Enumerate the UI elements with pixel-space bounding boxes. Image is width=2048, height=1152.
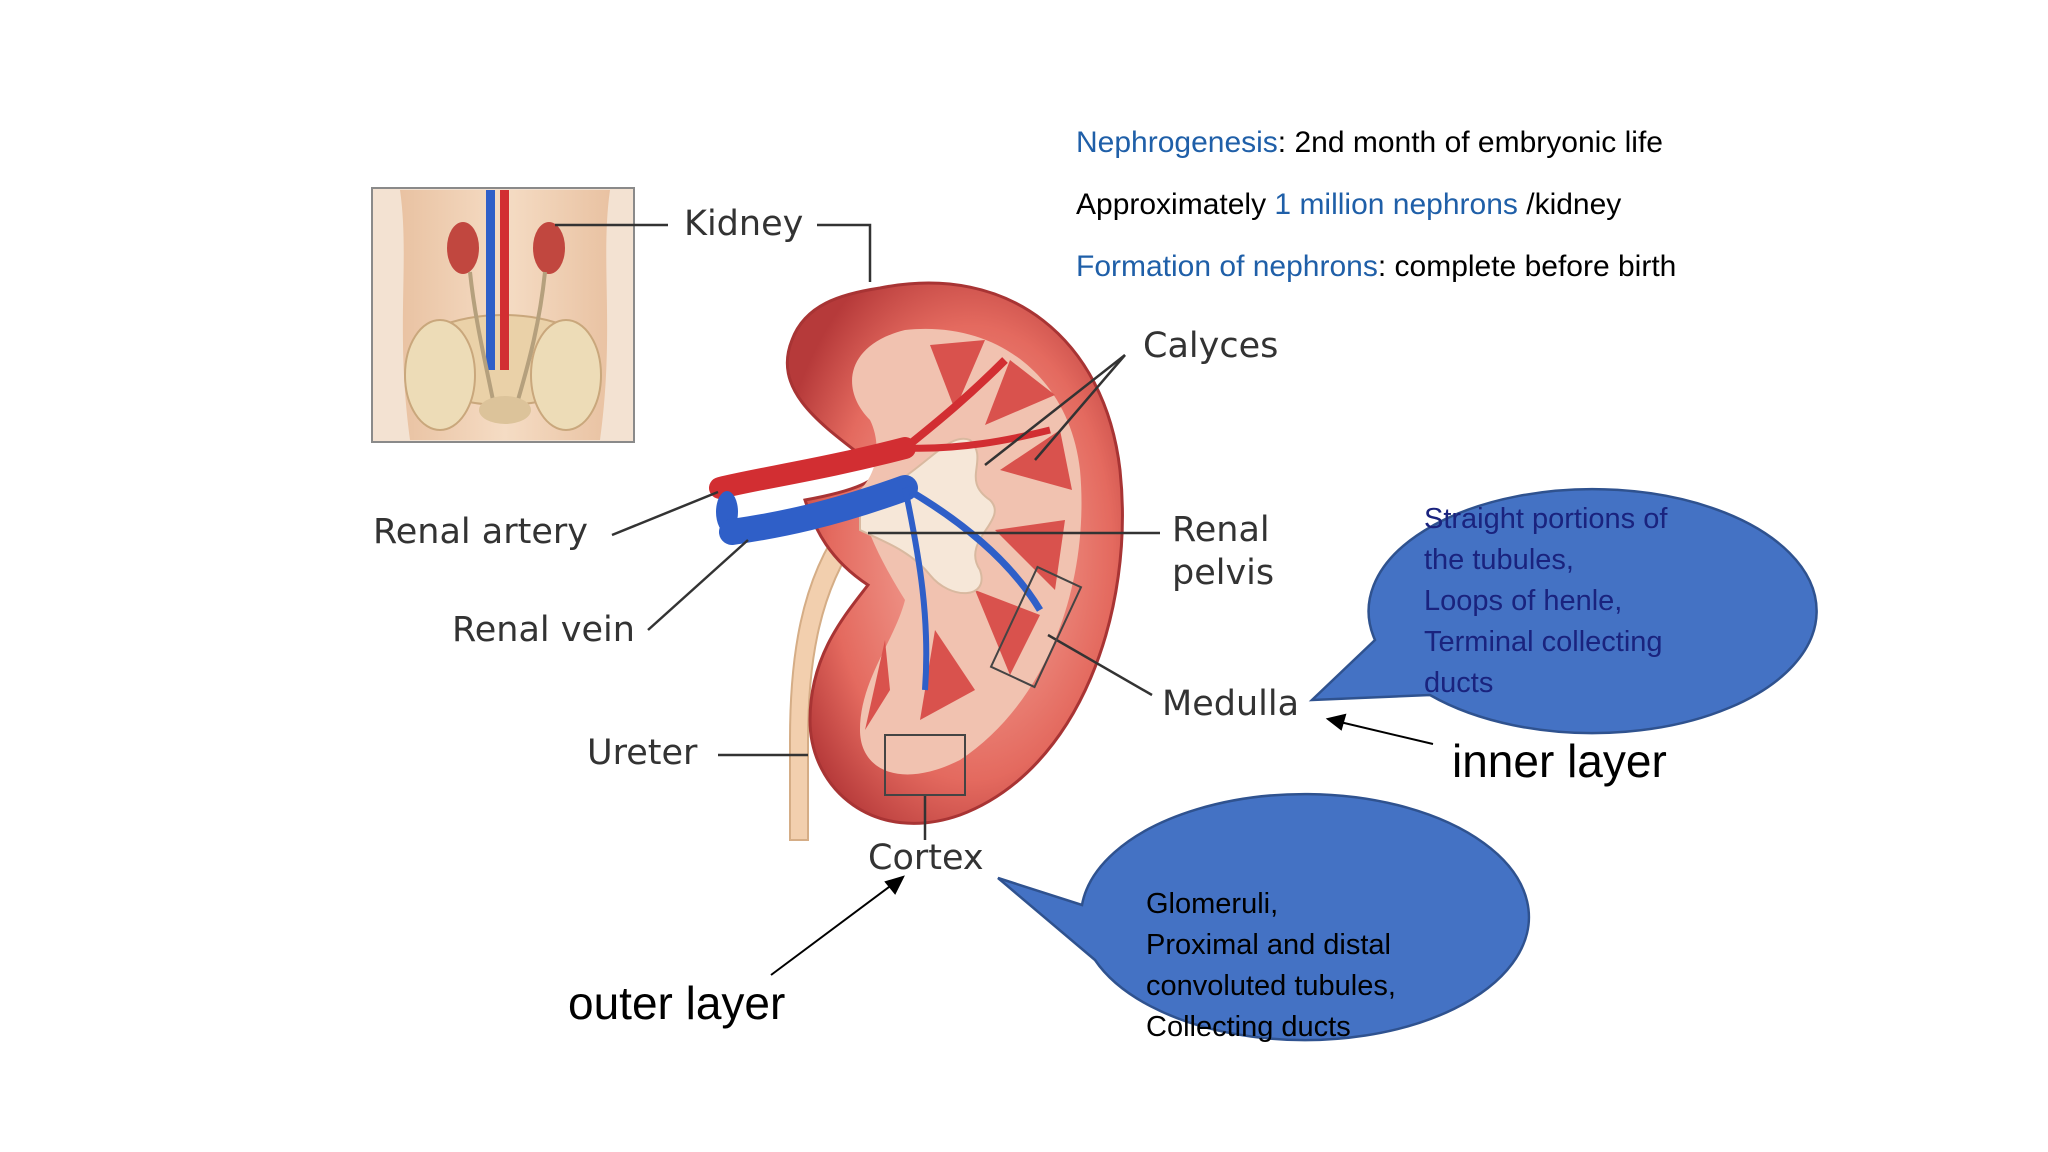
medulla-callout-bubble — [1308, 487, 1818, 735]
info-line-nephron-formation: Formation of nephrons: complete before b… — [1076, 250, 1676, 284]
annotation-arrows — [770, 713, 1434, 976]
medulla-bubble-line: Straight portions of — [1424, 503, 1668, 535]
nephron-count-term: 1 million nephrons — [1274, 188, 1518, 221]
medulla-bubble-line: the tubules, — [1424, 544, 1574, 576]
ureter-tube — [789, 518, 862, 841]
info-line-nephrogenesis: Nephrogenesis: 2nd month of embryonic li… — [1076, 126, 1663, 160]
medulla-bubble-line: Terminal collecting — [1424, 626, 1663, 658]
label-renal-vein: Renal vein — [452, 610, 635, 650]
renal-vessels — [709, 357, 1051, 691]
label-medulla: Medulla — [1162, 684, 1300, 724]
cortex-bubble-line: Glomeruli, — [1146, 888, 1279, 920]
medulla-bubble-line: Loops of henle, — [1424, 585, 1623, 617]
label-calyces: Calyces — [1143, 326, 1279, 366]
medulla-highlight-box — [989, 565, 1083, 689]
leader-lines — [555, 223, 1160, 840]
cortex-callout-bubble — [997, 792, 1531, 1042]
inner-layer-annotation: inner layer — [1452, 735, 1667, 787]
label-ureter: Ureter — [587, 733, 698, 773]
inset-body-figure — [371, 187, 635, 443]
nephron-count-prefix: Approximately — [1076, 188, 1275, 221]
kidney-cross-section — [785, 281, 1124, 825]
nephron-count-detail: /kidney — [1517, 188, 1622, 221]
nephrogenesis-term: Nephrogenesis — [1076, 126, 1278, 159]
cortex-bubble-text: Glomeruli, Proximal and distal convolute… — [1146, 884, 1456, 1048]
nephron-formation-term: Formation of nephrons — [1076, 250, 1378, 283]
medulla-bubble-text: Straight portions of the tubules, Loops … — [1424, 499, 1724, 704]
label-kidney: Kidney — [684, 204, 804, 244]
nephron-formation-detail: : complete before birth — [1377, 250, 1677, 283]
cortex-bubble-line: Collecting ducts — [1146, 1011, 1351, 1043]
outer-layer-annotation: outer layer — [568, 977, 786, 1029]
medulla-bubble-line: ducts — [1424, 667, 1494, 699]
cortex-bubble-line: convoluted tubules, — [1146, 970, 1396, 1002]
nephrogenesis-detail: : 2nd month of embryonic life — [1277, 126, 1663, 159]
label-renal-artery: Renal artery — [373, 512, 588, 552]
label-cortex: Cortex — [868, 838, 984, 878]
cortex-highlight-box — [884, 734, 966, 796]
info-line-nephron-count: Approximately 1 million nephrons /kidney — [1076, 188, 1621, 222]
label-renal-pelvis-line1: Renal — [1172, 510, 1270, 550]
cortex-bubble-line: Proximal and distal — [1146, 929, 1391, 961]
label-renal-pelvis-line2: pelvis — [1172, 553, 1275, 593]
